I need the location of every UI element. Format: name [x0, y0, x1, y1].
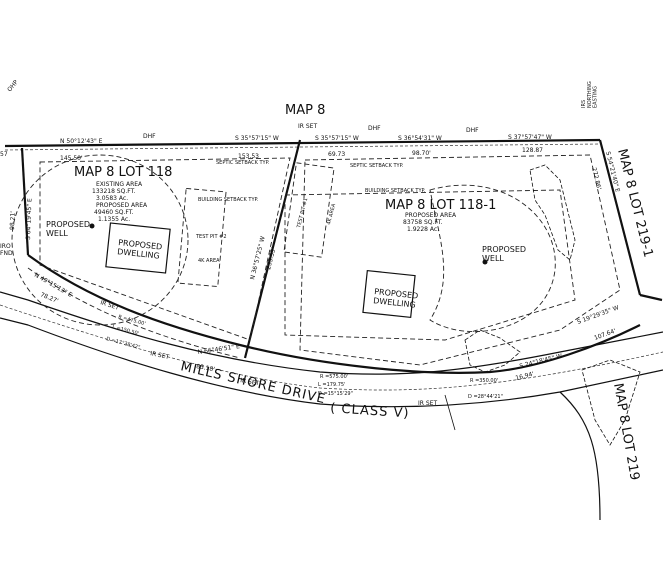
east-stub-line: [639, 293, 663, 302]
lot1181-building-setback: [284, 189, 576, 341]
lot118-well-marker: [89, 223, 95, 229]
ir-set-north: IR SET: [298, 123, 317, 130]
road: MILLS SHORE DRIVE ( CLASS V): [0, 291, 663, 521]
ir-set-3: IR SET: [240, 377, 260, 387]
curve2-radius: R =575.00': [320, 374, 348, 380]
east-property-line: [598, 139, 642, 296]
distance-78: 78.27': [39, 291, 59, 305]
lot1181-test-pit: TEST PIT #1: [296, 197, 309, 229]
lot118-dwelling-label: PROPOSEDDWELLING: [117, 238, 163, 261]
dhf-label-2: DHF: [368, 125, 381, 132]
dividing-distance: 233.53': [265, 246, 277, 270]
dividing-bearing: N 36°57'25" W: [249, 235, 267, 280]
ir-set-2: IR SET: [150, 350, 170, 361]
lot1181-leach-area: [283, 162, 335, 258]
lot1181-well-marker: [482, 259, 488, 265]
north-bearing-4: S 36°54'31" W: [398, 135, 442, 142]
north-bearing-3: S 35°57'15" W: [315, 135, 359, 142]
lot-118: MAP 8 LOT 118 EXISTING AREA 133218 SQ.FT…: [11, 154, 291, 341]
frontage-offset: [27, 267, 241, 359]
fence-line: [4, 143, 601, 151]
lot1181-title: MAP 8 LOT 118-1: [385, 198, 496, 213]
lot118-test-pit: TEST PIT #2: [195, 234, 227, 240]
north-bearing-1: N 50°12'43" E: [60, 138, 103, 145]
north-property-line: [4, 138, 601, 148]
ohp-label: OHP: [6, 79, 20, 94]
north-distance-4: 98.70': [412, 150, 431, 157]
lot118-dwelling: [105, 222, 171, 274]
corner-note: IRSNORTHINGEASTING: [581, 81, 599, 108]
south-distance-2: 16.94': [515, 371, 535, 382]
road-south-edge: [0, 317, 663, 408]
south-distance-1: 83.18': [196, 363, 216, 373]
lot118-proposed-label: PROPOSED AREA: [96, 202, 148, 209]
ir-set-4: IR SET: [418, 400, 437, 407]
map-label: MAP 8: [285, 103, 325, 118]
road-tick: [444, 394, 456, 431]
road-class: ( CLASS V): [330, 401, 410, 421]
ir-set-1: IR SET: [99, 299, 120, 312]
road-north-edge: [0, 291, 663, 375]
lot1181-proposed-sqft: 83758 SQ.FT.: [403, 219, 443, 226]
curve1-delta: D =17°38'42": [105, 336, 140, 351]
west-property-line: [20, 147, 30, 256]
wetland-patch-3: [581, 359, 641, 446]
wetland-patch-2: [464, 329, 521, 373]
lot-219-1-label: MAP 8 LOT 219-1: [614, 147, 655, 259]
lot1181-building-setback-label: BUILDING SETBACK TYP.: [365, 188, 426, 194]
road-turn-edge: [559, 391, 601, 521]
lot-219-label: MAP 8 LOT 219: [610, 382, 642, 482]
lot118-proposed-ac: 1.1355 Ac.: [98, 216, 130, 223]
lot-frontage-line: [27, 254, 641, 374]
curve3-radius: R =350.00': [470, 378, 498, 384]
dhf-label-1: DHF: [143, 133, 156, 140]
west-distance: 98.21': [9, 211, 17, 230]
curve2-length: L =179.75': [318, 382, 345, 388]
lot1181-dwelling: [362, 269, 416, 319]
curve2-delta: D =15°15'29": [318, 391, 353, 397]
south-bearing-1: N 66°46'51" E: [197, 343, 240, 356]
north-distance-5: 128.87: [522, 147, 543, 154]
lot118-well-radius: [11, 154, 189, 326]
dhf-label-3: DHF: [466, 127, 479, 134]
lot118-building-setback-label: BUILDING SETBACK TYP.: [198, 197, 259, 203]
west-bearing: S 64°19'45" E: [25, 198, 33, 240]
lot118-setback: [39, 157, 291, 341]
lot118-septic-label: SEPTIC SETBACK TYP.: [216, 160, 270, 166]
lot1181-leach-label: 4K AREA: [326, 203, 337, 226]
wetland-areas: [464, 164, 641, 446]
north-distance-3: 69.73: [328, 151, 345, 158]
lot118-title: MAP 8 LOT 118: [74, 165, 172, 180]
curve1-length: L =150.50': [111, 324, 139, 337]
lot118-leach-area: [177, 187, 227, 288]
north-distance-1: 145.50': [60, 155, 83, 162]
lot1181-proposed-label: PROPOSED AREA: [405, 212, 457, 219]
east-distance: 272.86': [590, 167, 602, 191]
lot118-existing-sqft: 133218 SQ.FT.: [92, 188, 136, 195]
north-boundary: OHP 57 N 50°12'43" E 145.50' DHF S 35°57…: [0, 79, 601, 162]
road-centerline: [0, 304, 663, 391]
lot118-leach-label: 4K AREA: [198, 258, 220, 264]
lot118-proposed-sqft: 49460 SQ.FT.: [94, 209, 134, 216]
curve3-delta: D =28°44'21": [468, 394, 503, 400]
lot1181-proposed-ac: 1.9228 Ac.: [407, 226, 439, 233]
north-distance-2: 153.53: [238, 153, 259, 160]
lot1181-dwelling-label: PROPOSEDDWELLING: [373, 287, 419, 310]
lot1181-septic-label: SEPTIC SETBACK TYP.: [350, 163, 404, 169]
edge-distance: 57: [0, 151, 8, 158]
lot-118-1: MAP 8 LOT 118-1 PROPOSED AREA 83758 SQ.F…: [283, 154, 621, 366]
north-bearing-2: S 35°57'15" W: [235, 135, 279, 142]
lot1181-setback: [299, 154, 621, 366]
wetland-patch-1: [529, 164, 576, 261]
lot118-existing-label: EXISTING AREA: [96, 181, 143, 188]
lot1181-well-radius: [429, 184, 556, 332]
lot118-existing-ac: 3.0583 Ac.: [96, 195, 128, 202]
north-bearing-5: S 37°57'47" W: [508, 134, 552, 141]
